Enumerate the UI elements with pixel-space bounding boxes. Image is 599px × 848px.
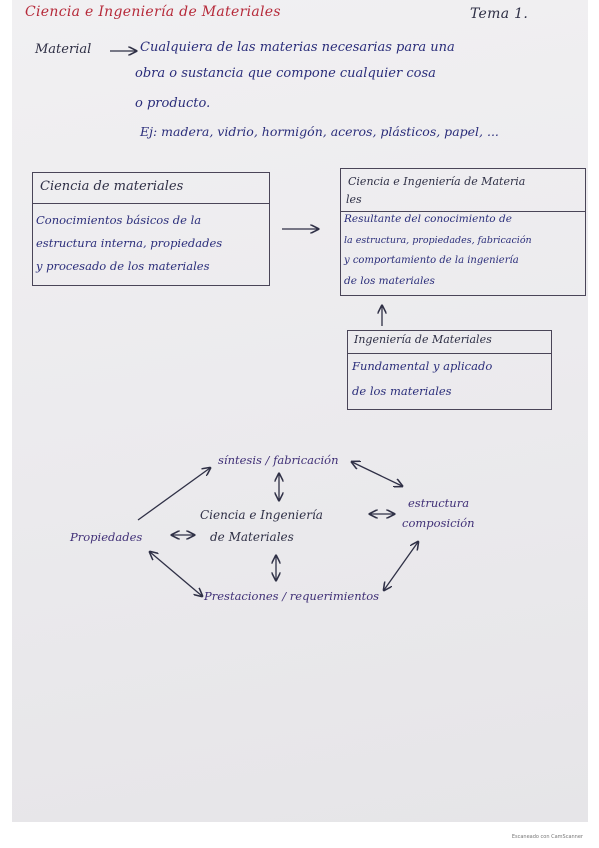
- box-ingenieria: [347, 330, 552, 410]
- box-cim-title-2: les: [346, 193, 362, 206]
- diagram-right-line-1: estructura: [408, 496, 470, 510]
- box-ciencia-materiales: [32, 172, 270, 286]
- arrow-estructura-prestaciones: [384, 542, 418, 590]
- definition-line-2: obra o sustancia que compone cualquier c…: [135, 66, 436, 81]
- page-title: Ciencia e Ingeniería de Materiales: [25, 4, 281, 20]
- diagram-left-label: Propiedades: [70, 530, 143, 544]
- diagram-center-line-1: Ciencia e Ingeniería: [200, 508, 323, 522]
- box-ingenieria-line-2: de los materiales: [352, 384, 452, 398]
- box-ciencia-title: Ciencia de materiales: [40, 179, 184, 194]
- notebook-page: [12, 0, 588, 822]
- definition-line-1: Cualquiera de las materias necesarias pa…: [140, 40, 455, 55]
- diagram-top-label: síntesis / fabricación: [218, 453, 339, 467]
- box-cim: [340, 168, 586, 296]
- arrow-propiedades-prestaciones: [150, 552, 202, 596]
- arrow-sintesis-estructura: [352, 462, 402, 486]
- box-cim-line-4: de los materiales: [344, 275, 435, 287]
- scanner-footer: Escaneado con CamScanner: [511, 834, 583, 840]
- arrow-propiedades-sintesis: [137, 468, 210, 521]
- definition-term: Material: [35, 42, 92, 57]
- diagram-bottom-label: Prestaciones / requerimientos: [204, 589, 380, 603]
- definition-line-3: o producto.: [135, 96, 211, 111]
- diagram-right-line-2: composición: [402, 516, 475, 530]
- box-ciencia-line-2: estructura interna, propiedades: [36, 236, 223, 250]
- topic-label: Tema 1.: [470, 6, 529, 22]
- diagram-center-line-2: de Materiales: [210, 530, 294, 544]
- box-cim-line-3: y comportamiento de la ingeniería: [344, 255, 519, 266]
- box-cim-line-1: Resultante del conocimiento de: [344, 213, 512, 225]
- box-ingenieria-title: Ingeniería de Materiales: [354, 333, 492, 346]
- box-cim-line-2: la estructura, propiedades, fabricación: [344, 235, 532, 246]
- box-ciencia-line-3: y procesado de los materiales: [36, 259, 210, 273]
- box-ingenieria-line-1: Fundamental y aplicado: [352, 359, 493, 373]
- box-ciencia-line-1: Conocimientos básicos de la: [36, 213, 202, 227]
- definition-example: Ej: madera, vidrio, hormigón, aceros, pl…: [140, 124, 499, 139]
- box-cim-title-1: Ciencia e Ingeniería de Materia: [348, 175, 526, 188]
